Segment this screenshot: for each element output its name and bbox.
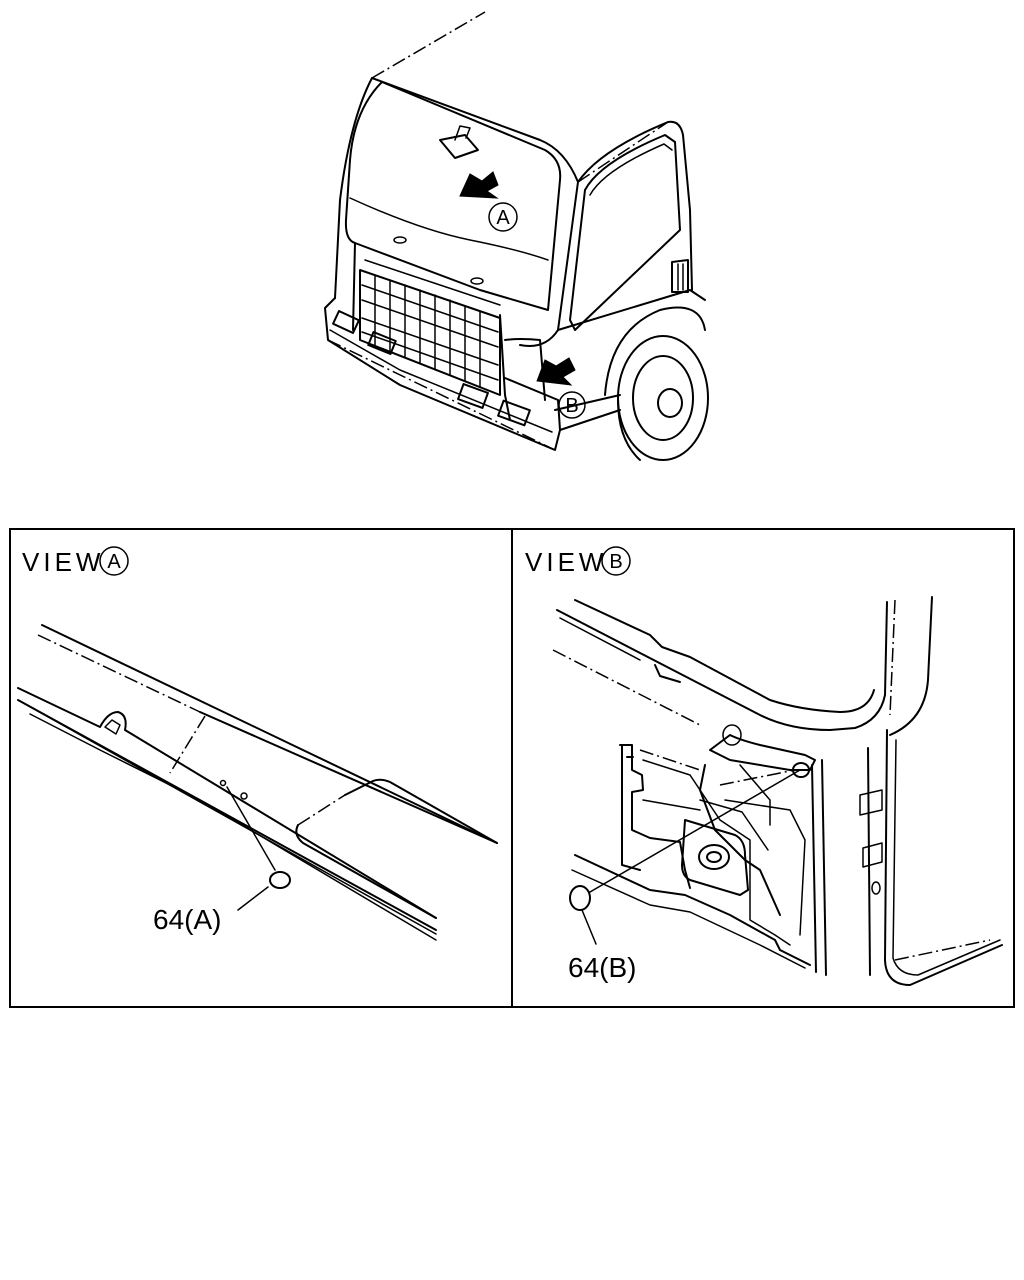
part-64b-label: 64(B) — [568, 952, 636, 983]
view-a-title: VIEW — [22, 547, 104, 577]
view-a-panel — [9, 528, 513, 1008]
svg-text:A: A — [496, 207, 510, 229]
marker-a: A — [488, 202, 518, 232]
view-a: VIEW A 64(A) — [17, 546, 498, 941]
grille — [359, 269, 501, 396]
view-b-title: VIEW — [525, 547, 607, 577]
svg-text:B: B — [609, 551, 622, 573]
svg-text:B: B — [565, 395, 578, 417]
view-b: VIEW B — [525, 546, 1003, 986]
marker-b: B — [558, 391, 586, 419]
arrow-to-view-a — [459, 171, 499, 199]
part-64b-plug — [569, 885, 591, 911]
view-b-panel — [511, 528, 1015, 1008]
view-b-letter-marker: B — [601, 546, 631, 576]
part-64a-label: 64(A) — [153, 904, 221, 935]
arrow-to-view-b — [536, 357, 576, 386]
view-a-letter-marker: A — [99, 546, 129, 576]
cab-door — [557, 120, 706, 331]
front-wheel — [604, 306, 709, 461]
part-64a-plug — [269, 871, 291, 889]
truck-overview: A B — [324, 11, 709, 461]
svg-text:A: A — [107, 551, 121, 573]
